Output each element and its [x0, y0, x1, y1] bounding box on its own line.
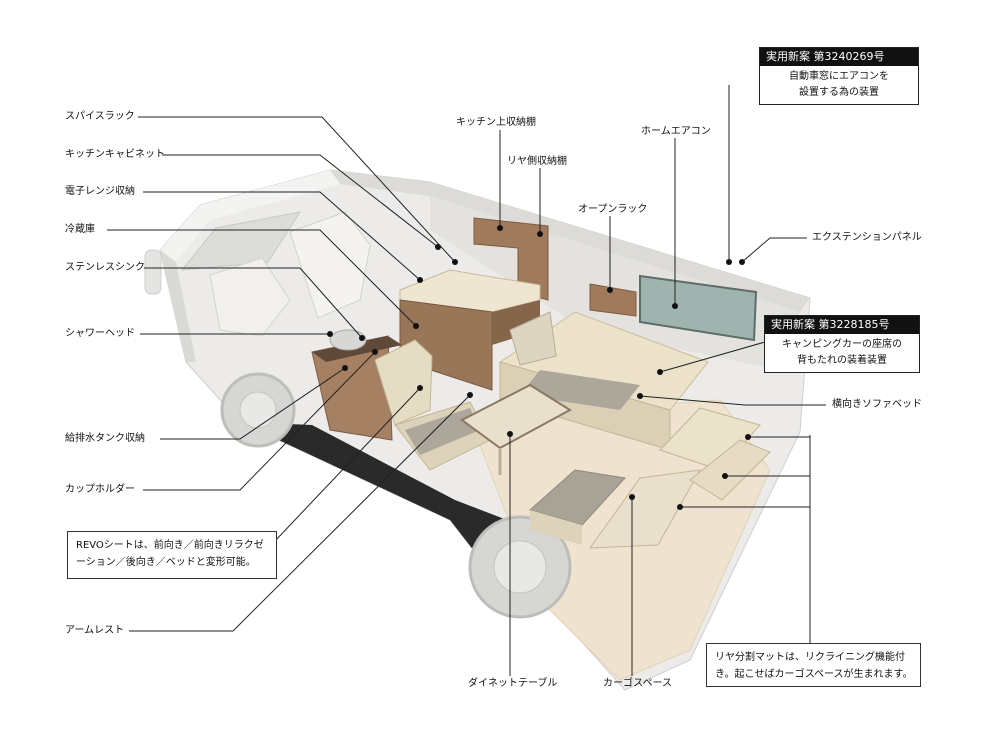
label-cargo-space: カーゴスペース: [603, 678, 672, 689]
patent-badge-seatback: 実用新案 第3228185号 キャンピングカーの座席の 背もたれの装着装置: [764, 315, 920, 373]
label-spice-rack: スパイスラック: [65, 111, 135, 122]
patent-badge-seatback-line2: 背もたれの装着装置: [797, 355, 887, 366]
label-shower-head: シャワーヘッド: [65, 328, 135, 339]
revo-seat-note-line2: ーション／後向き／ベッドと変形可能。: [76, 557, 256, 568]
label-side-sofa-bed: 横向きソファベッド: [832, 399, 922, 410]
patent-badge-aircon-line1: 自動車窓にエアコンを: [789, 71, 889, 82]
leader-lines: [107, 85, 826, 676]
label-cup-holder: カップホルダー: [65, 484, 135, 495]
patent-badge-seatback-header: 実用新案 第3228185号: [765, 316, 919, 334]
label-water-tank-storage: 給排水タンク収納: [65, 433, 145, 444]
patent-badge-seatback-line1: キャンピングカーの座席の: [782, 339, 902, 350]
home-aircon-unit: [639, 274, 758, 342]
sofa-unit: [498, 311, 709, 451]
patent-badge-aircon-line2: 設置する為の装置: [799, 87, 879, 98]
kitchen-unit: [311, 269, 541, 441]
leader-dots: [327, 225, 751, 510]
label-rear-storage: リヤ側収納棚: [507, 156, 567, 167]
label-dinette-table: ダイネットテーブル: [468, 678, 558, 689]
label-microwave-storage: 電子レンジ収納: [65, 186, 135, 197]
label-open-rack: オープンラック: [578, 204, 648, 215]
rear-mat-note-line2: き。起こせばカーゴスペースが生まれます。: [715, 669, 913, 680]
label-refrigerator: 冷蔵庫: [65, 224, 95, 235]
patent-badge-aircon-header: 実用新案 第3240269号: [760, 48, 918, 66]
label-kitchen-upper-storage: キッチン上収納棚: [456, 117, 536, 128]
label-home-aircon: ホームエアコン: [641, 126, 711, 137]
label-kitchen-cabinet: キッチンキャビネット: [65, 149, 165, 160]
label-stainless-sink: ステンレスシンク: [65, 262, 145, 273]
wheels: [220, 372, 572, 619]
patent-badge-aircon: 実用新案 第3240269号 自動車窓にエアコンを 設置する為の装置: [759, 47, 919, 105]
open-rack-unit: [589, 283, 637, 317]
rear-seat-unit: [528, 407, 771, 549]
rear-mat-note-line1: リヤ分割マットは、リクライニング機能付: [715, 652, 905, 663]
label-armrest: アームレスト: [65, 625, 125, 636]
dinette-table-unit: [460, 383, 572, 450]
label-extension-panel: エクステンションパネル: [812, 232, 922, 243]
revo-seat-note: REVOシートは、前向き／前向きリラクゼ ーション／後向き／ベッドと変形可能。: [67, 531, 277, 579]
rear-mat-note: リヤ分割マットは、リクライニング機能付 き。起こせばカーゴスペースが生まれます。: [706, 643, 921, 687]
revo-seat-note-line1: REVOシートは、前向き／前向きリラクゼ: [76, 540, 264, 551]
